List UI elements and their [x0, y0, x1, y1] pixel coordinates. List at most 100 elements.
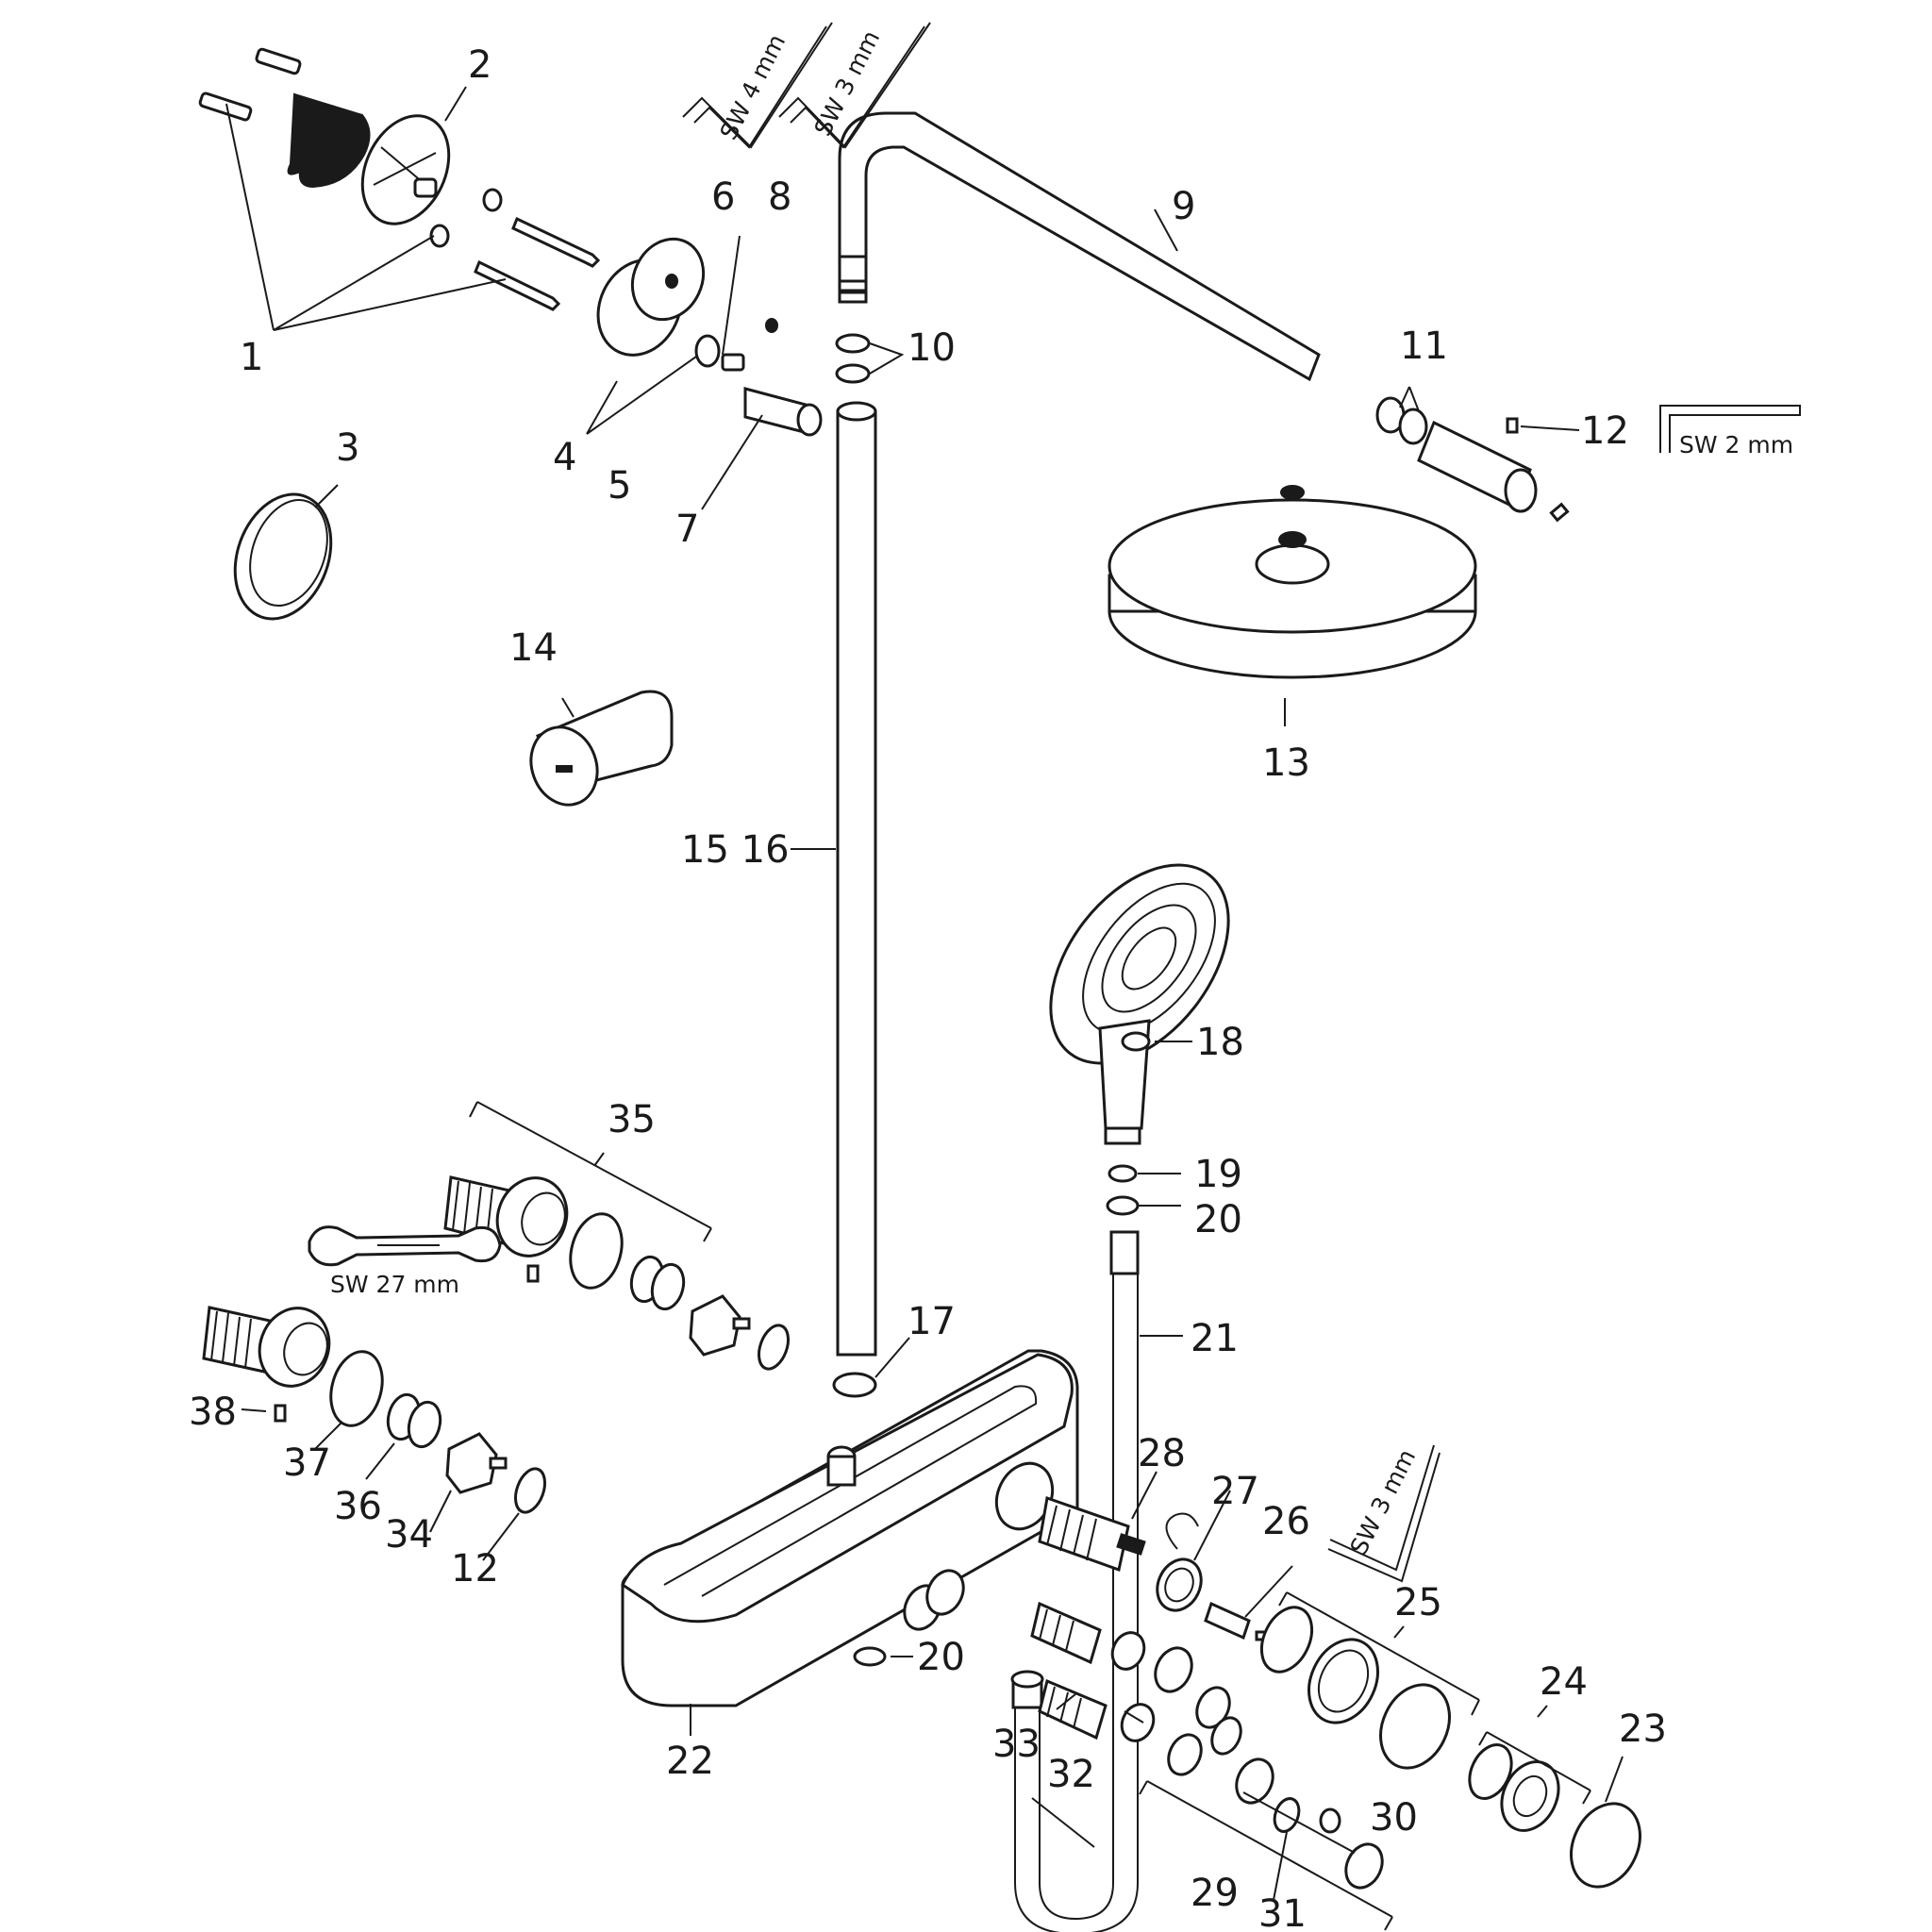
- part-labels: 1 2 3 4 5 6 7 8 9 10 11 12 13 14 15 16 1…: [189, 43, 1667, 1932]
- tool-label-sw27: SW 27 mm: [330, 1271, 459, 1298]
- label-9: 9: [1172, 185, 1195, 228]
- tool-label-sw4: SW 4 mm: [715, 30, 791, 144]
- label-7: 7: [675, 508, 699, 551]
- label-3: 3: [336, 426, 359, 470]
- label-28: 28: [1138, 1432, 1186, 1475]
- adapters-32: [1110, 1631, 1156, 1742]
- label-13: 13: [1262, 741, 1310, 785]
- label-19: 19: [1194, 1153, 1242, 1196]
- label-30: 30: [1370, 1796, 1418, 1840]
- label-33: 33: [992, 1723, 1041, 1766]
- label-4: 4: [553, 436, 576, 479]
- hand-shower-18: [1049, 863, 1230, 1145]
- label-25: 25: [1394, 1581, 1442, 1624]
- o-ring-35: [757, 1324, 791, 1371]
- label-5: 5: [608, 464, 631, 508]
- label-20b: 20: [917, 1636, 965, 1679]
- tool-label-sw3b: SW 3 mm: [1345, 1445, 1422, 1559]
- label-17: 17: [908, 1300, 956, 1343]
- shower-hose-21: [1010, 1230, 1140, 1932]
- mounting-plate: [287, 92, 371, 189]
- check-valve-36: [386, 1392, 442, 1449]
- bracket-35: [469, 1101, 712, 1242]
- allen-key-sw2-icon: [1659, 405, 1801, 453]
- caps-30: [1167, 1733, 1384, 1890]
- stop-rings: [1154, 1646, 1242, 1756]
- seal-35: [569, 1212, 624, 1290]
- bracket-25: [1278, 1591, 1480, 1716]
- label-36: 36: [334, 1485, 382, 1528]
- label-37: 37: [283, 1441, 331, 1485]
- check-valve-35: [629, 1255, 686, 1311]
- o-ring-12b: [513, 1467, 547, 1514]
- label-20a: 20: [1194, 1198, 1242, 1241]
- grub-screws-12: [1506, 417, 1570, 523]
- label-24: 24: [1540, 1660, 1588, 1704]
- o-ring-5: [694, 334, 721, 368]
- screw-6: [721, 353, 745, 372]
- filter-34: [445, 1432, 508, 1494]
- cap-23: [1570, 1802, 1641, 1889]
- washers: [429, 188, 503, 248]
- label-18: 18: [1196, 1021, 1244, 1064]
- inlet-fitting-35: [443, 1175, 569, 1257]
- label-11: 11: [1400, 325, 1448, 368]
- handle-25: [1259, 1606, 1451, 1770]
- nut-27: [1156, 1557, 1203, 1612]
- label-34: 34: [385, 1513, 433, 1557]
- label-32: 32: [1047, 1753, 1095, 1796]
- cover-rosette-3: [233, 492, 333, 621]
- riser-pipe-15-16: [836, 401, 877, 1357]
- arm-connector: [838, 255, 868, 304]
- bracket-24: [1478, 1731, 1591, 1805]
- label-12b: 12: [451, 1547, 499, 1591]
- connector-sleeve-7: [743, 387, 823, 437]
- shower-holder-14: [529, 690, 674, 807]
- overhead-shower-13: [1108, 485, 1477, 679]
- allen-key-sw3a-icon: [778, 22, 931, 149]
- filter-35: [689, 1294, 751, 1357]
- shower-arm-9: [838, 111, 1321, 382]
- label-1: 1: [240, 336, 263, 379]
- grub-screw-38: [274, 1404, 287, 1423]
- o-ring-17: [832, 1372, 877, 1398]
- o-rings-10: [835, 333, 871, 384]
- wrench: [308, 1225, 502, 1267]
- label-31: 31: [1258, 1892, 1307, 1932]
- leader-lines: [225, 86, 1624, 1901]
- filter-19: [1108, 1164, 1138, 1183]
- label-22: 22: [666, 1740, 714, 1783]
- bracket-29: [1139, 1780, 1393, 1931]
- label-29: 29: [1191, 1872, 1239, 1915]
- label-21: 21: [1191, 1317, 1239, 1360]
- label-8: 8: [768, 175, 791, 219]
- seal-37: [329, 1350, 384, 1427]
- screw-26: [1204, 1601, 1272, 1641]
- o-rings-11: [1375, 396, 1428, 445]
- label-35: 35: [608, 1098, 656, 1141]
- screws: [474, 216, 601, 311]
- label-26: 26: [1262, 1500, 1310, 1543]
- label-14: 14: [509, 626, 558, 670]
- label-38: 38: [189, 1391, 237, 1434]
- wall-bracket-2: [360, 114, 451, 225]
- wall-plugs: [198, 47, 302, 122]
- thermostat-body-22: [621, 1349, 1079, 1707]
- washer-20a: [1106, 1195, 1140, 1216]
- grub-screw-8: [765, 318, 778, 333]
- label-2: 2: [468, 43, 491, 87]
- allen-key-sw4-icon: [682, 22, 833, 149]
- label-6: 6: [711, 175, 735, 219]
- wall-cover-4: [596, 237, 706, 357]
- label-15-16: 15 16: [681, 828, 790, 872]
- tool-label-sw2: SW 2 mm: [1679, 431, 1793, 458]
- label-12a: 12: [1581, 409, 1629, 453]
- label-27: 27: [1211, 1470, 1259, 1513]
- label-23: 23: [1619, 1707, 1667, 1751]
- clip: [1165, 1512, 1199, 1550]
- thermostat-cartridge-28: [1038, 1496, 1146, 1572]
- allen-key-sw3b-icon: [1327, 1444, 1441, 1583]
- grub-screw-35: [526, 1264, 540, 1283]
- diverter-cartridges-33: [1030, 1601, 1108, 1740]
